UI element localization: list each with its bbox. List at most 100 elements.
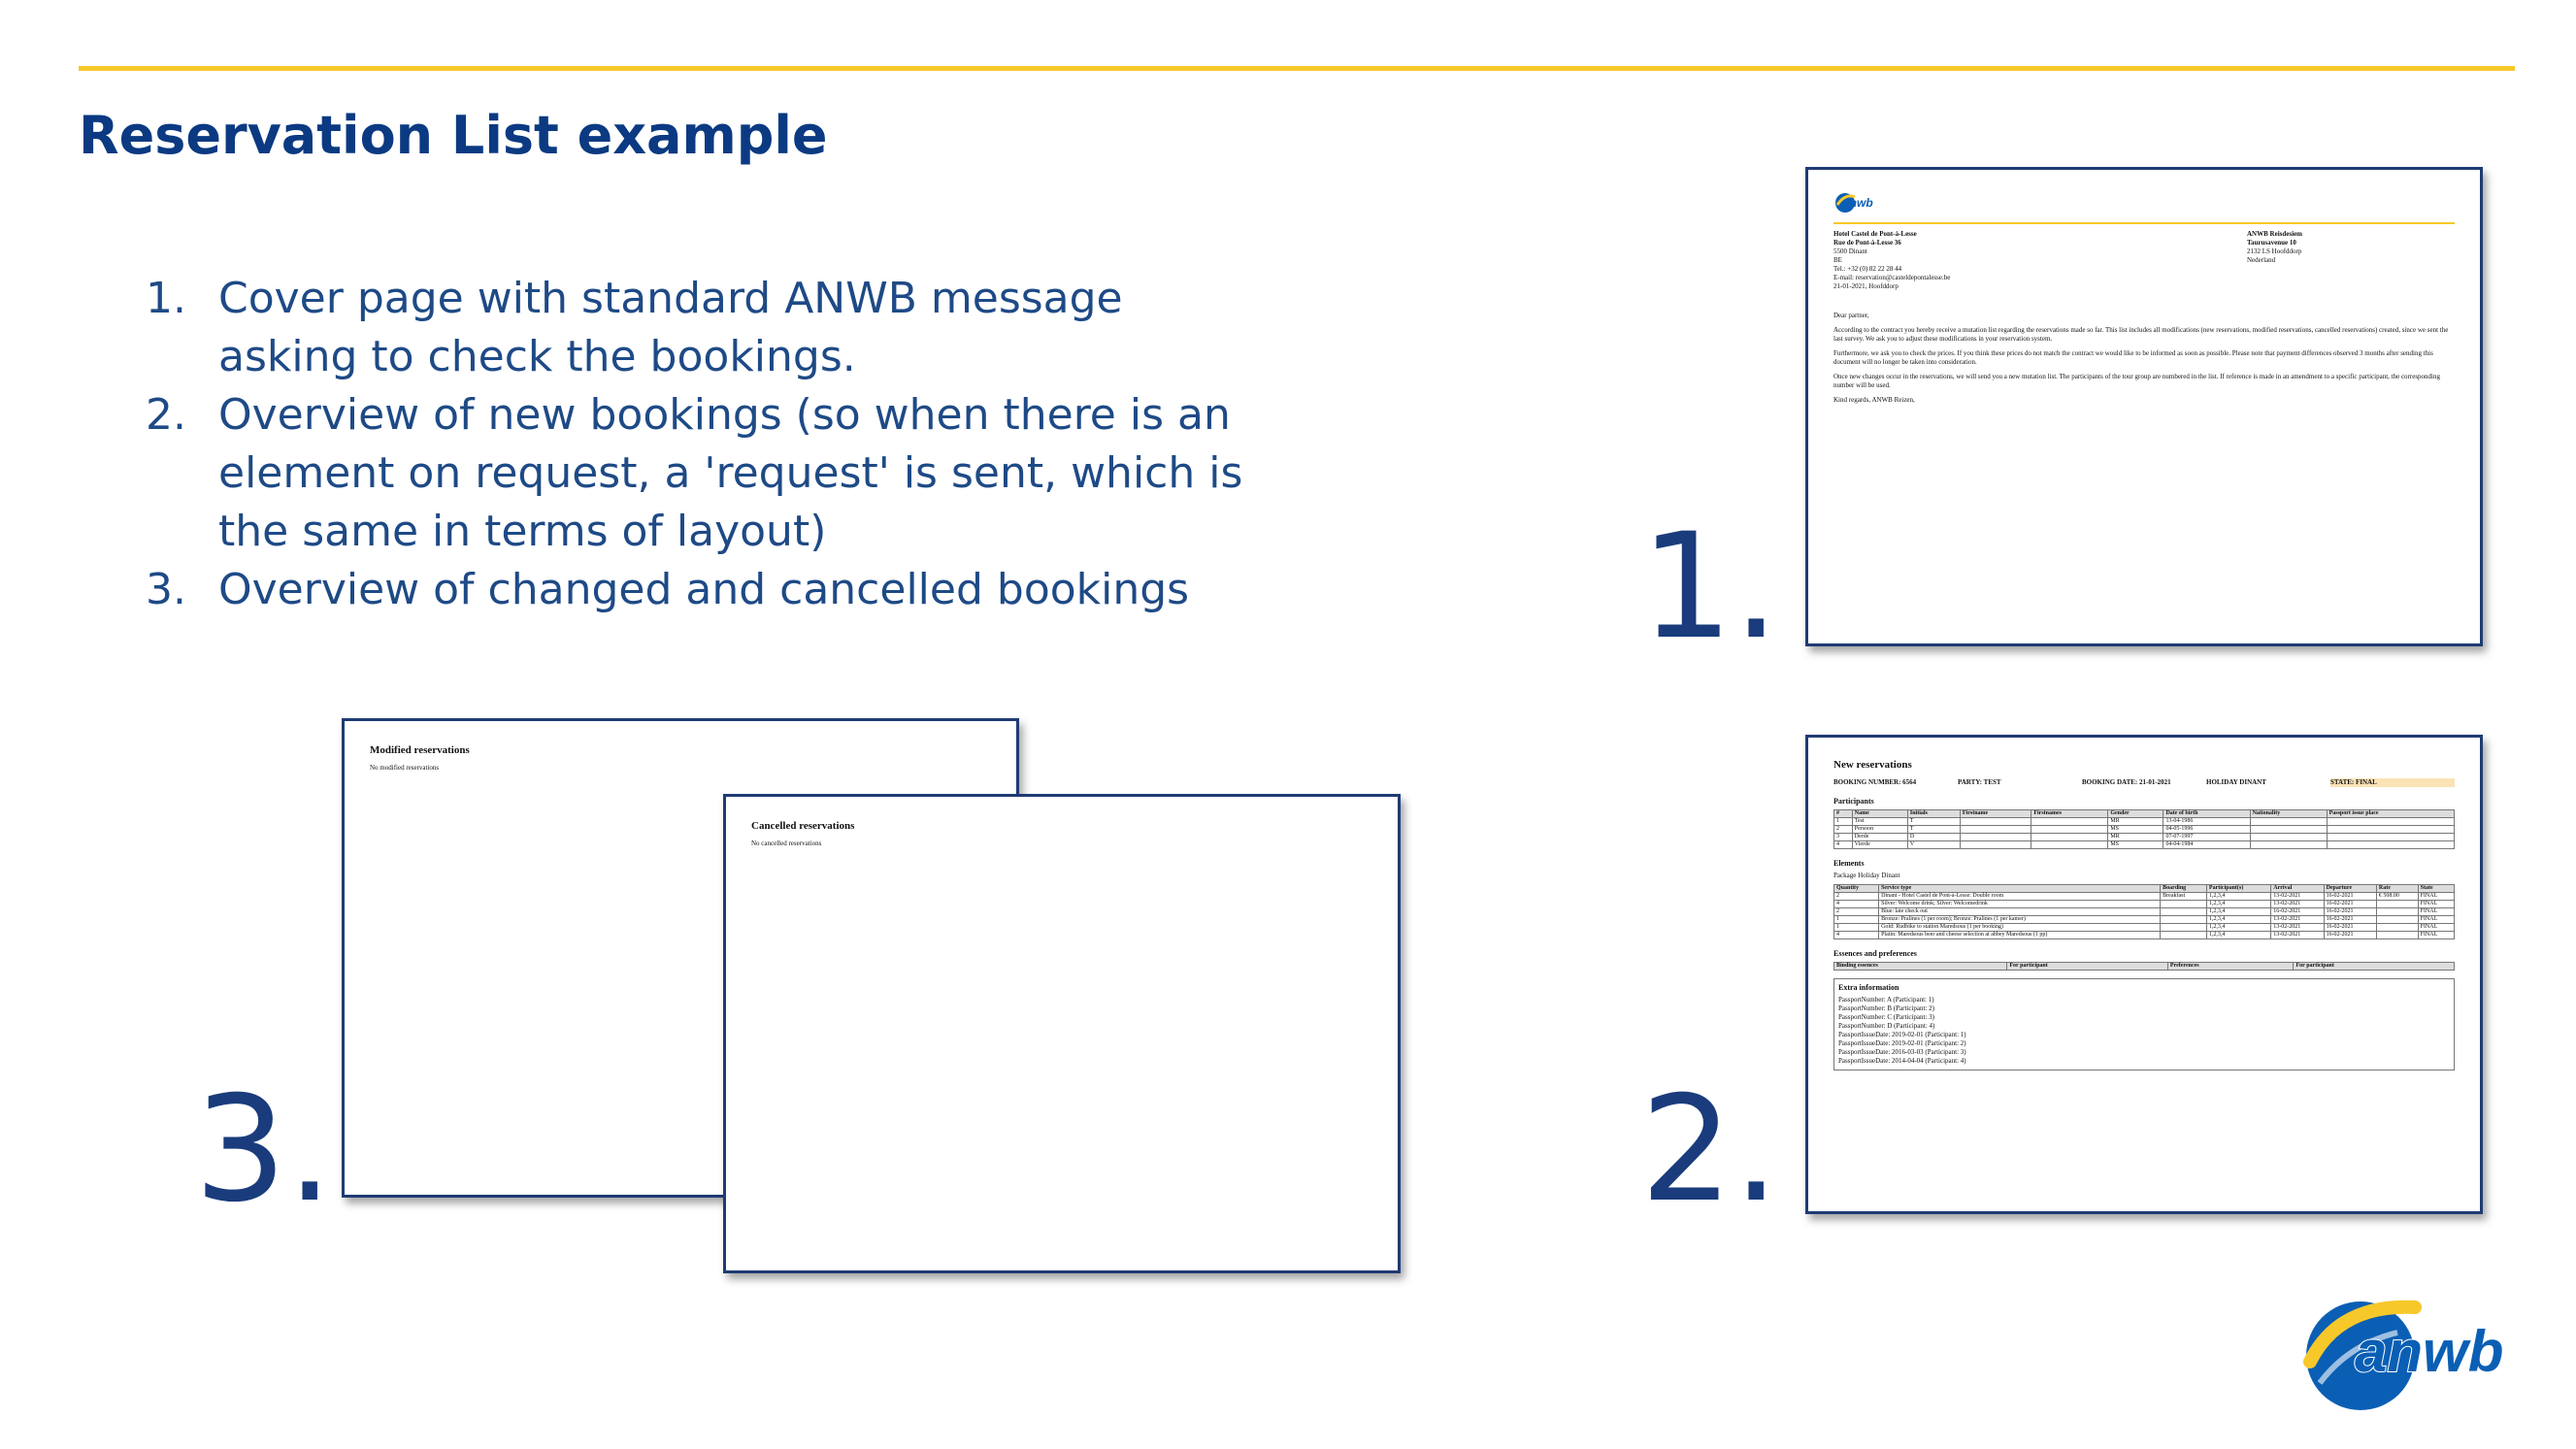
table-cell xyxy=(1959,825,2032,834)
table-cell: T xyxy=(1906,825,1961,834)
table-header-cell: Departure xyxy=(2323,884,2377,893)
table-cell xyxy=(1959,817,2032,826)
table-cell: 16-02-2021 xyxy=(2323,900,2377,908)
anwb-mini-logo: anwb xyxy=(1835,193,1873,213)
table-cell xyxy=(2326,825,2456,834)
list-text: Overview of new bookings (so when there … xyxy=(218,390,1243,556)
list-number: 1. xyxy=(146,274,186,323)
list-number: 3. xyxy=(146,565,186,614)
table-header-cell: Rate xyxy=(2375,884,2419,893)
table-cell: 2 xyxy=(1833,825,1853,834)
label-one: 1. xyxy=(1640,503,1780,672)
extra-info-line: PassportNumber: D (Participant: 4) xyxy=(1838,1022,1935,1030)
table-cell: 1,2,3,4 xyxy=(2205,923,2272,932)
table-cell: Platin: Maredsous beer and cheese select… xyxy=(1878,931,2162,939)
extra-info-line: PassportNumber: A (Participant: 1) xyxy=(1838,996,1934,1004)
table-cell xyxy=(2031,840,2109,849)
extra-info-line: PassportNumber: B (Participant: 2) xyxy=(1838,1004,1934,1012)
participants-heading: Participants xyxy=(1833,797,1874,806)
table-cell xyxy=(2031,825,2109,834)
table-cell: 1 xyxy=(1833,915,1880,924)
table-header-cell: Arrival xyxy=(2270,884,2325,893)
table-header-cell: Gender xyxy=(2107,809,2164,818)
table-cell: FINAL xyxy=(2417,931,2456,939)
table-cell: Vierde xyxy=(1851,840,1908,849)
table-cell: 4 xyxy=(1833,840,1853,849)
essences-heading: Essences and preferences xyxy=(1833,949,1917,958)
table-header-cell: Name xyxy=(1851,809,1908,818)
list-number: 2. xyxy=(146,390,186,440)
table-cell: MR xyxy=(2107,817,2164,826)
table-header-cell: Firstname xyxy=(1959,809,2032,818)
table-cell: 16-02-2021 xyxy=(2323,923,2377,932)
table-cell xyxy=(2326,833,2456,841)
table-cell: 13-02-2021 xyxy=(2270,915,2325,924)
table-cell xyxy=(2375,915,2419,924)
extra-info-line: PassportNumber: C (Participant: 3) xyxy=(1838,1013,1934,1021)
table-cell: FINAL xyxy=(2417,907,2456,916)
svg-text:anwb: anwb xyxy=(1843,196,1873,210)
table-cell xyxy=(2326,840,2456,849)
list-item: 2. Overview of new bookings (so when ther… xyxy=(146,386,1252,561)
extra-info-line: PassportIssueDate: 2014-04-04 (Participa… xyxy=(1838,1057,1966,1065)
table-cell: 04-05-1996 xyxy=(2163,825,2251,834)
table-header-cell: Service type xyxy=(1878,884,2162,893)
top-divider xyxy=(79,66,2515,71)
extra-info-line: PassportIssueDate: 2019-02-01 (Participa… xyxy=(1838,1039,1966,1047)
anwb-logo: anwb xyxy=(2303,1300,2504,1410)
cancelled-title: Cancelled reservations xyxy=(751,820,855,832)
table-cell: 16-02-2021 xyxy=(2323,892,2377,901)
table-header-cell: Binding essences xyxy=(1833,962,2008,971)
table-cell: FINAL xyxy=(2417,892,2456,901)
table-cell: Bronze: Pralines (1 per room); Bronze: P… xyxy=(1878,915,2162,924)
table-cell: 3 xyxy=(1833,833,1853,841)
table-cell xyxy=(2160,931,2207,939)
package-name: Package Holiday Dinant xyxy=(1833,872,1900,879)
label-three: 3. xyxy=(194,1066,334,1235)
table-cell: MR xyxy=(2107,833,2164,841)
hotel-address: Hotel Castel de Pont-à-Lesse Rue de Pont… xyxy=(1833,230,1951,290)
table-cell xyxy=(2326,817,2456,826)
cancelled-subtitle: No cancelled reservations xyxy=(751,840,822,847)
table-cell xyxy=(2375,907,2419,916)
table-cell: 1,2,3,4 xyxy=(2205,892,2272,901)
table-header-cell: Boarding xyxy=(2160,884,2207,893)
table-header-cell: Participant(s) xyxy=(2205,884,2272,893)
table-header-cell: Quantity xyxy=(1833,884,1880,893)
table-cell: 2 xyxy=(1833,892,1880,901)
list-text: Overview of changed and cancelled bookin… xyxy=(218,565,1190,614)
table-cell: FINAL xyxy=(2417,923,2456,932)
table-cell: 4 xyxy=(1833,931,1880,939)
table-cell xyxy=(2375,931,2419,939)
table-cell: Gold: Rudbike to station Maredsous (1 pe… xyxy=(1878,923,2162,932)
cover-letter-body: Dear partner, According to the contract … xyxy=(1833,312,2449,404)
table-cell: 1,2,3,4 xyxy=(2205,915,2272,924)
table-cell xyxy=(2375,923,2419,932)
table-cell: Blue: late check out xyxy=(1878,907,2162,916)
table-header-cell: Firstnames xyxy=(2031,809,2109,818)
table-cell: FINAL xyxy=(2417,900,2456,908)
steps-list: 1. Cover page with standard ANWB message … xyxy=(146,270,1252,619)
anwb-wordmark: anwb xyxy=(2355,1319,2503,1384)
table-header-cell: Initials xyxy=(1906,809,1961,818)
table-cell: 1,2,3,4 xyxy=(2205,931,2272,939)
table-cell: 16-02-2021 xyxy=(2323,931,2377,939)
table-cell xyxy=(2249,833,2328,841)
table-header-cell: Date of birth xyxy=(2163,809,2251,818)
table-cell xyxy=(2031,833,2109,841)
list-text: Cover page with standard ANWB message as… xyxy=(218,274,1123,381)
table-cell: Derde xyxy=(1851,833,1908,841)
table-cell: 04-04-1984 xyxy=(2163,840,2251,849)
list-item: 1. Cover page with standard ANWB message … xyxy=(146,270,1252,386)
table-cell: 13-02-2021 xyxy=(2270,923,2325,932)
table-cell: 2 xyxy=(1833,907,1880,916)
